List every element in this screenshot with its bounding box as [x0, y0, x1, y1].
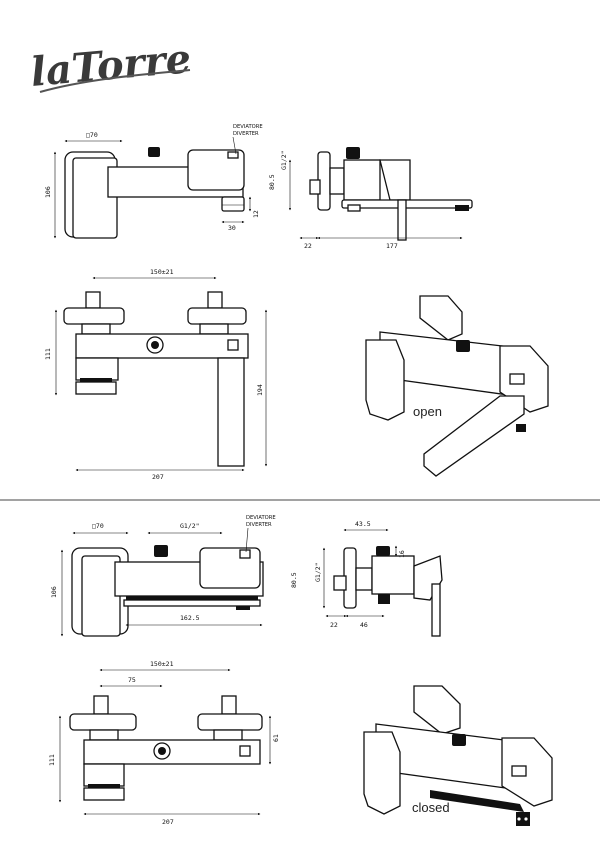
dim-centers-closed: 150±21 [150, 660, 174, 668]
dim-width-closed: 207 [162, 818, 174, 826]
dim-square-open: □70 [86, 131, 98, 139]
dim-thread-front-closed: G1/2" [180, 522, 200, 530]
dim-thread-side-open: G1/2" [280, 150, 288, 170]
dim-square-closed: □70 [92, 522, 104, 530]
diverter-label-it-closed: DEVIATORE [246, 515, 276, 521]
side-view-open: G1/2" 80.5 22 177 [268, 147, 473, 250]
dim-half-closed: 75 [128, 676, 136, 684]
dim-height-side-open: 80.5 [268, 174, 276, 190]
dim-depth-top-closed: 43.5 [355, 520, 371, 528]
dim-offset-open: 22 [304, 242, 312, 250]
dim-body-open: 111 [44, 348, 52, 360]
logo-text: laTorre [29, 35, 193, 96]
section-closed: □70 G1/2" DEVIATORE DIVERTER 106 162.5 4… [48, 515, 553, 826]
dim-length-closed: 162.5 [180, 614, 200, 622]
front-view-open: □70 DEVIATORE DIVERTER 106 30 12 [44, 124, 263, 239]
front-view-closed: □70 G1/2" DEVIATORE DIVERTER 106 162.5 [50, 515, 276, 637]
dim-centers-open: 150±21 [150, 268, 174, 276]
dim-depth-open: 177 [386, 242, 398, 250]
dim-body-closed: 111 [48, 754, 56, 766]
perspective-closed: closed [363, 685, 553, 826]
top-view-open: 150±21 111 194 207 [44, 268, 268, 481]
dim-knob-closed: 16 [398, 550, 406, 558]
section-open: □70 DEVIATORE DIVERTER 106 30 12 G1/2" [44, 124, 549, 481]
dim-depth-closed: 46 [360, 621, 368, 629]
perspective-open: open [365, 295, 549, 477]
dim-spout-open: 194 [256, 384, 264, 396]
dim-right-closed: 61 [272, 734, 280, 742]
brand-logo: laTorre [29, 35, 193, 96]
dim-height-open: 106 [44, 186, 52, 198]
dim-width-open: 207 [152, 473, 164, 481]
side-view-closed: 43.5 16 G1/2" 80.5 22 46 [290, 520, 443, 637]
state-label-open: open [413, 404, 442, 419]
diverter-label-en-closed: DIVERTER [246, 522, 272, 528]
dim-height-closed: 106 [50, 586, 58, 598]
dim-height-side-closed: 80.5 [290, 572, 298, 588]
dim-thread-side-closed: G1/2" [314, 562, 322, 582]
dim-spout-height-open: 12 [252, 210, 260, 218]
state-label-closed: closed [412, 800, 450, 815]
top-view-closed: 150±21 75 111 61 207 [48, 660, 280, 826]
dim-spout-width-open: 30 [228, 224, 236, 232]
diverter-label-it: DEVIATORE [233, 124, 263, 130]
dim-offset-closed: 22 [330, 621, 338, 629]
diverter-label-en: DIVERTER [233, 131, 259, 137]
